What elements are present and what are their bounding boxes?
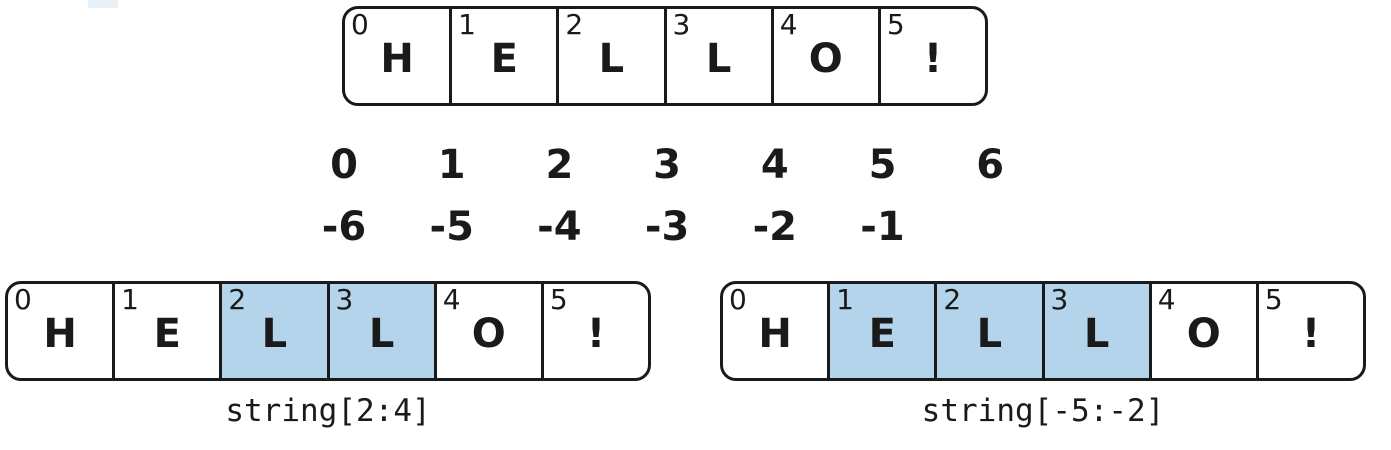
cell-char: ! [586,311,606,357]
boundary-label: 4 [760,142,789,188]
cell-char: ! [923,36,943,82]
cell-char: O [808,36,843,82]
boundary-label: 3 [653,142,682,188]
boundary-label: -1 [860,204,905,250]
cell-char: L [598,36,625,82]
boundary-label: -2 [752,204,798,250]
cell-char: H [380,36,414,82]
corner-decoration [88,0,118,8]
cell-index: 1 [458,8,476,41]
boundary-label: -5 [429,204,474,250]
cell-char: L [1083,311,1110,357]
boundary-label: -4 [537,204,582,250]
cell-index: 2 [943,283,962,316]
cell-index: 5 [886,8,905,41]
boundary-label: 2 [545,142,574,188]
boundary-label: 6 [976,142,1005,188]
cell-char: L [368,311,395,357]
boundary-label: 1 [437,142,466,188]
cell-index: 4 [1157,283,1176,316]
cell-index: 1 [121,283,139,316]
boundary-label: -3 [644,204,690,250]
cell-char: O [471,311,506,357]
cell-index: 2 [565,8,584,41]
cell-index: 3 [335,283,354,316]
cell-index: 4 [779,8,798,41]
slice-right-caption: string[-5:-2] [921,393,1165,429]
cell-char: O [1186,311,1221,357]
cell-index: 2 [228,283,247,316]
cell-index: 0 [729,283,747,316]
cell-char: H [43,311,77,357]
string-cell: 5! [877,8,985,103]
cell-index: 3 [1050,283,1069,316]
cell-index: 5 [1264,283,1283,316]
cell-index: 3 [672,8,691,41]
cell-index: 0 [351,8,369,41]
cell-index: 0 [14,283,32,316]
boundary-label: -6 [321,204,367,250]
cell-char: L [976,311,1003,357]
cell-char: H [758,311,792,357]
slice-left-caption: string[2:4] [225,393,431,429]
string-cell: 5! [1255,283,1363,378]
cell-char: L [705,36,732,82]
cell-index: 5 [549,283,568,316]
boundary-label: 5 [868,142,897,188]
cell-char: E [153,311,181,357]
boundary-label: 0 [330,142,358,188]
cell-char: ! [1301,311,1321,357]
string-cell: 5! [540,283,648,378]
cell-index: 1 [836,283,854,316]
cell-index: 4 [442,283,461,316]
cell-char: E [868,311,896,357]
cell-char: L [261,311,288,357]
cell-char: E [490,36,518,82]
